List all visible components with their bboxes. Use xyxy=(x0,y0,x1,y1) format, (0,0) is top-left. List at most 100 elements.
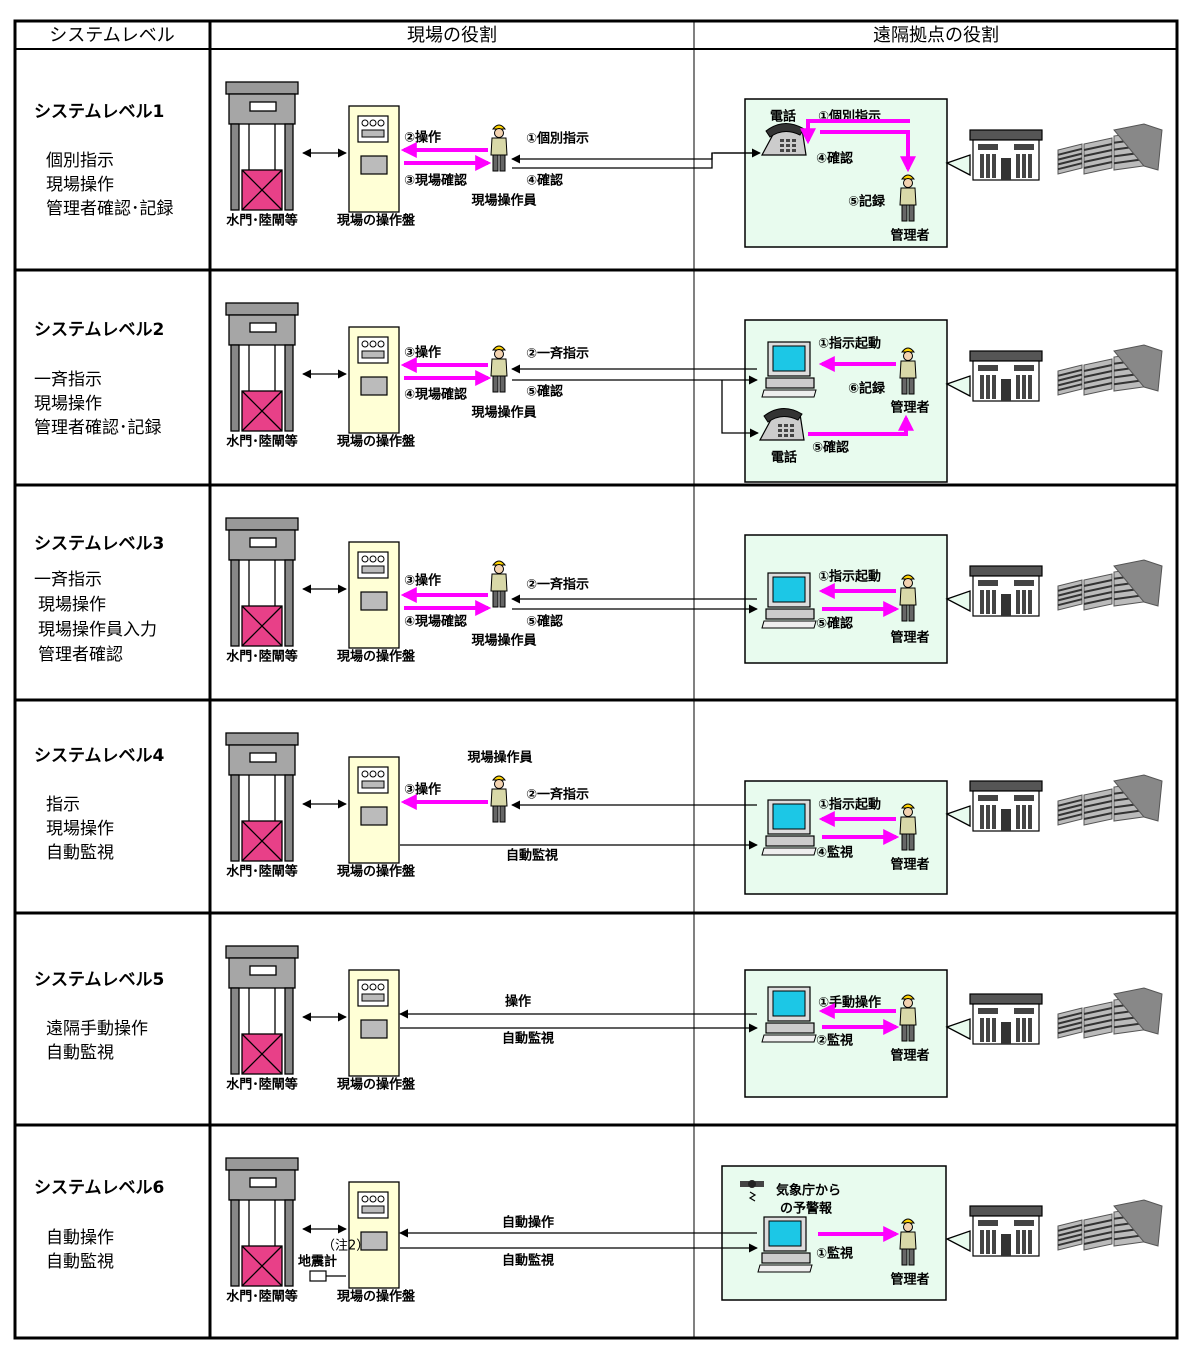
office-door xyxy=(1001,379,1011,401)
panel-lamp xyxy=(377,119,385,127)
city-window-row xyxy=(1057,157,1083,166)
seismometer-icon xyxy=(309,1270,327,1282)
step-label: ④確認 xyxy=(526,173,563,189)
callout-pointer xyxy=(945,1018,971,1041)
phone-key xyxy=(786,144,790,147)
panel-keypad xyxy=(361,565,385,574)
gate-door-cross xyxy=(241,1033,283,1075)
office-mullion xyxy=(1022,1018,1026,1042)
city-window-row xyxy=(1083,806,1113,814)
link-label: 自動監視 xyxy=(502,1031,554,1047)
city-window-row xyxy=(1057,1228,1083,1237)
level-description-line: 自動監視 xyxy=(46,1043,114,1063)
step-label: ②一斉指示 xyxy=(526,787,589,803)
office-mullion xyxy=(980,375,984,399)
worker-body xyxy=(490,358,508,377)
worker-helmet xyxy=(900,574,916,580)
gate-label: 水門･陸閘等 xyxy=(226,434,298,450)
operator-label: 現場操作員 xyxy=(471,405,536,421)
worker-helmet xyxy=(900,347,916,353)
phone-key xyxy=(784,434,788,437)
computer-icon xyxy=(761,572,817,629)
worker-body xyxy=(899,1007,917,1026)
worker-leg xyxy=(901,1024,908,1042)
level-description-line: 現場操作 xyxy=(38,595,106,615)
level-description-line: 遠隔手動操作 xyxy=(46,1019,148,1039)
gate-pillar-left xyxy=(230,344,240,432)
step-label: ①指示起動 xyxy=(818,336,881,352)
worker-leg xyxy=(908,204,915,222)
worker-icon xyxy=(899,1218,917,1266)
office-mullion xyxy=(992,805,996,829)
worker-body xyxy=(899,1231,917,1250)
gate-pillar-right xyxy=(284,774,294,862)
office-mullion xyxy=(1016,805,1020,829)
office-mullion xyxy=(1028,375,1032,399)
panel-lamp xyxy=(369,340,377,348)
city-window-row xyxy=(1083,800,1113,808)
city-window-row xyxy=(1057,368,1083,377)
office-roof xyxy=(969,565,1043,577)
manager-label: 管理者 xyxy=(890,1048,929,1064)
gate-roof xyxy=(225,517,299,531)
office-building-icon xyxy=(969,1205,1043,1257)
gate-window xyxy=(249,752,277,763)
gate-roof xyxy=(225,732,299,746)
monitor-screen xyxy=(772,576,806,603)
phone-label: 電話 xyxy=(770,109,796,125)
city-block xyxy=(1083,1213,1113,1251)
gate-door-cross xyxy=(241,390,283,432)
worker-icon xyxy=(490,345,508,393)
office-roof xyxy=(969,780,1043,792)
worker-body xyxy=(490,788,508,807)
panel-label: 現場の操作盤 xyxy=(337,1077,416,1093)
city-window-row xyxy=(1057,808,1083,817)
panel-lamp xyxy=(361,1195,369,1203)
gate-window xyxy=(249,322,277,333)
gate-door-cross xyxy=(241,1245,283,1287)
phone-key xyxy=(790,424,794,427)
city-window-row xyxy=(1057,373,1083,382)
seismometer-label: 地震計 xyxy=(298,1254,337,1270)
panel-lamp xyxy=(369,770,377,778)
panel-keypad xyxy=(361,350,385,359)
panel-display xyxy=(360,1019,388,1039)
city-tower xyxy=(1113,123,1163,171)
level-description-line: 一斉指示 xyxy=(34,370,102,390)
step-label: ④監視 xyxy=(816,845,853,861)
worker-body xyxy=(899,587,917,606)
gate-roof xyxy=(225,945,299,959)
worker-head xyxy=(494,128,504,138)
worker-head xyxy=(903,998,913,1008)
control-panel-icon xyxy=(348,969,400,1077)
city-window-row xyxy=(1057,798,1083,807)
panel-display xyxy=(360,155,388,175)
city-buildings-icon xyxy=(1057,559,1163,611)
level-description-line: 自動操作 xyxy=(46,1228,114,1248)
gate-pillar-right xyxy=(284,559,294,647)
city-window-row xyxy=(1083,1007,1113,1015)
manager-label: 管理者 xyxy=(890,1272,929,1288)
level-description-line: 現場操作 xyxy=(46,819,114,839)
worker-helmet xyxy=(900,803,916,809)
city-window-row xyxy=(1057,583,1083,592)
operator-label: 現場操作員 xyxy=(471,193,536,209)
worker-head xyxy=(903,351,913,361)
city-window-row xyxy=(1057,383,1083,392)
panel-lamp xyxy=(361,983,369,991)
worker-icon xyxy=(490,560,508,608)
flow-arrow-magenta xyxy=(800,119,910,145)
worker-leg xyxy=(499,375,506,393)
panel-lamp xyxy=(369,119,377,127)
pc-case xyxy=(765,835,815,847)
city-block xyxy=(1083,137,1113,175)
city-window-row xyxy=(1057,152,1083,161)
office-mullion xyxy=(1016,1018,1020,1042)
header-remote: 遠隔拠点の役割 xyxy=(873,25,999,46)
worker-leg xyxy=(908,604,915,622)
level-title: システムレベル3 xyxy=(34,534,164,554)
office-band xyxy=(1014,1220,1034,1226)
city-window-row xyxy=(1057,1026,1083,1035)
office-mullion xyxy=(1016,154,1020,178)
office-band xyxy=(1014,580,1034,586)
